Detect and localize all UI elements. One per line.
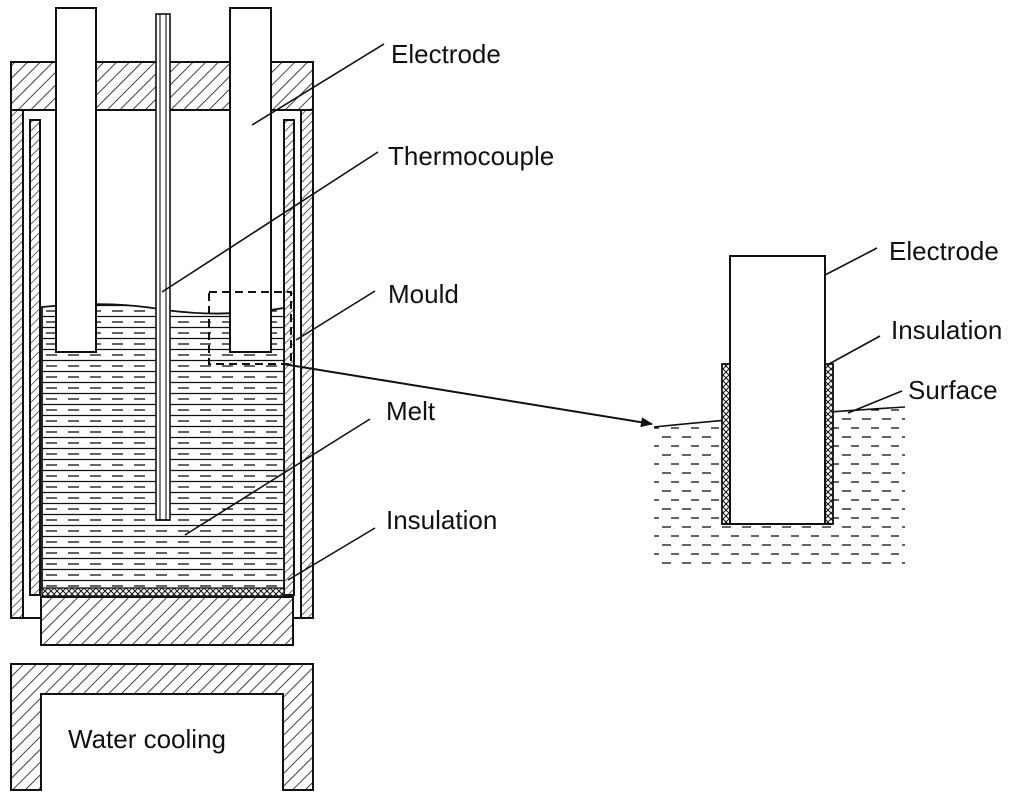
label-water-cooling: Water cooling [68,724,226,754]
electrode-left [55,7,97,353]
leader-melt [184,418,371,536]
mould-base [40,596,294,646]
leader-mould [295,290,376,341]
label-surface: Surface [908,375,998,405]
label-thermocouple: Thermocouple [388,141,554,171]
water-cooling-block: Water cooling [10,663,314,791]
insulation-right-wall [283,119,295,596]
leader-electrode [251,43,385,126]
bottom-insulation [41,587,285,597]
leader-insulation [287,527,376,581]
electrode-right [229,7,272,353]
leader-surface [847,390,903,414]
insulation-left-wall [29,119,41,596]
detail-arrow [282,363,653,428]
label-melt: Melt [386,396,436,426]
label-detail-electrode: Electrode [889,236,999,266]
leader-thermocouple [161,151,379,293]
label-insulation: Insulation [386,505,497,535]
label-electrode: Electrode [391,39,501,69]
detail-view: Electrode Insulation Surface [653,236,1002,570]
mould-left-wall [10,109,24,619]
detail-electrode [729,255,826,525]
water-cooling-shell [10,663,314,791]
mould-assembly [10,7,314,646]
leader-detail-insulation [828,335,881,365]
label-mould: Mould [388,279,459,309]
detail-region-box [208,291,292,365]
mould-right-wall [300,109,314,619]
main-labels: Electrode Thermocouple Mould Melt Insula… [161,39,554,581]
leader-detail-electrode [824,247,878,276]
label-detail-insulation: Insulation [891,315,1002,345]
thermocouple [155,13,171,521]
